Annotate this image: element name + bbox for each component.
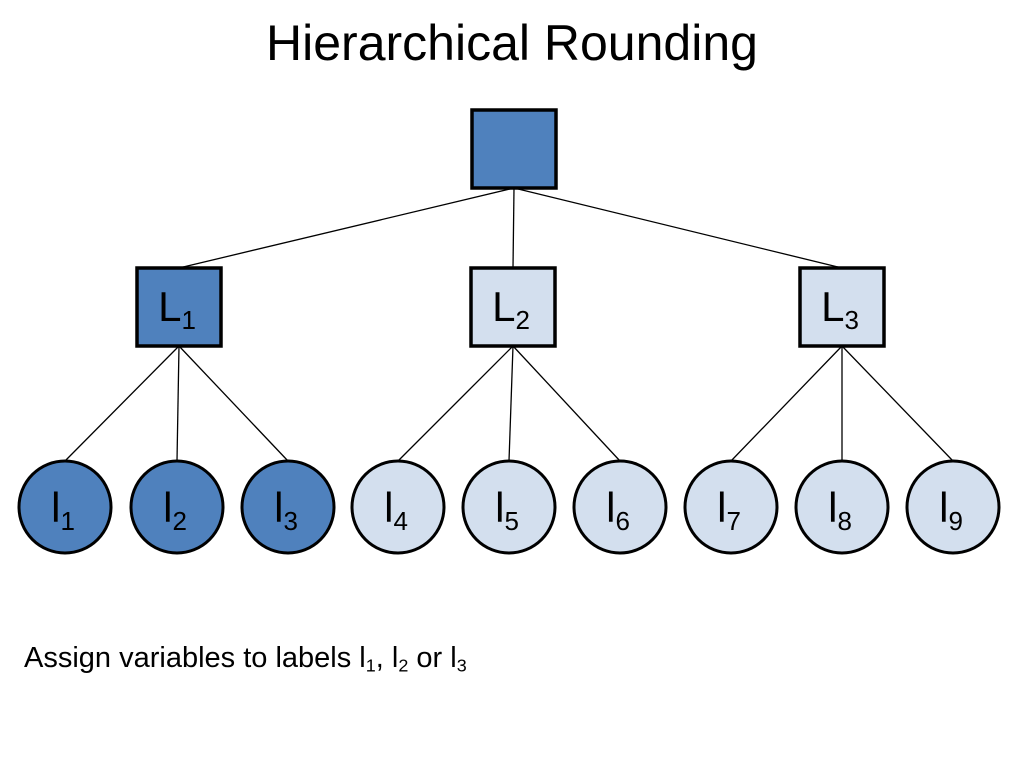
leaf-node-label: l3 (274, 484, 298, 536)
leaf-node-label-sub: 2 (172, 506, 186, 536)
level1-node-label-sub: 3 (844, 305, 858, 335)
leaf-node-label: l4 (384, 484, 408, 536)
level1-node-box (469, 266, 557, 348)
leaf-node-circle (905, 459, 1001, 555)
caption-label-l1-sub: 1 (365, 655, 376, 676)
leaf-node-3: l3 (240, 459, 336, 555)
leaf-node-9: l9 (905, 459, 1001, 555)
edge-l3-to-leaf-9 (841, 345, 954, 462)
leaf-node-label-sub: 7 (726, 506, 740, 536)
leaf-node-label: l9 (939, 484, 963, 536)
caption-sep-1: , (375, 642, 392, 674)
leaf-node-label: l8 (828, 484, 852, 536)
level1-node-box (798, 266, 886, 348)
tree-edges (64, 187, 954, 462)
leaf-node-label: l2 (163, 484, 187, 536)
leaf-node-circle (794, 459, 890, 555)
leaf-node-label-sub: 4 (393, 506, 407, 536)
slide-title: Hierarchical Rounding (266, 15, 758, 71)
leaf-node-circle (17, 459, 113, 555)
caption-label-l3: l (450, 642, 457, 674)
leaf-node-label-sub: 9 (948, 506, 962, 536)
leaf-node-8: l8 (794, 459, 890, 555)
level1-node-label-sub: 1 (181, 305, 195, 335)
edge-l2-to-leaf-6 (512, 345, 621, 462)
leaf-node-6: l6 (572, 459, 668, 555)
level1-node-3: L3 (798, 266, 886, 348)
caption-label-l1: l (359, 642, 366, 674)
leaf-node-circle (683, 459, 779, 555)
leaf-node-label-sub: 3 (283, 506, 297, 536)
leaf-node-label-main: l (606, 484, 615, 531)
level1-node-label-main: L (492, 283, 515, 330)
leaf-node-label-sub: 8 (837, 506, 851, 536)
leaf-node-label-main: l (51, 484, 60, 531)
leaf-node-label-sub: 5 (504, 506, 518, 536)
leaf-node-label-main: l (163, 484, 172, 531)
edge-l3-to-leaf-7 (730, 345, 843, 462)
leaf-node-label-main: l (384, 484, 393, 531)
edge-l2-to-leaf-4 (397, 345, 514, 462)
leaf-node-label-main: l (717, 484, 726, 531)
edge-l1-to-leaf-1 (64, 345, 180, 462)
leaf-node-label: l7 (717, 484, 741, 536)
root-node-box (470, 108, 558, 190)
leaf-node-label-main: l (274, 484, 283, 531)
leaf-node-label-main: l (495, 484, 504, 531)
edge-root-to-l3 (513, 187, 843, 269)
leaf-node-circle (240, 459, 336, 555)
edge-root-to-l2 (512, 187, 515, 269)
caption-label-l2-sub: 2 (398, 655, 409, 676)
leaf-node-1: l1 (17, 459, 113, 555)
caption-prefix: Assign variables to labels (24, 642, 360, 674)
leaf-node-circle (129, 459, 225, 555)
caption-label-l2: l (391, 642, 399, 674)
leaf-node-label-main: l (939, 484, 948, 531)
edge-l2-to-leaf-5 (508, 345, 514, 462)
level1-node-label: L1 (158, 283, 196, 335)
level1-node-label-main: L (821, 283, 844, 330)
leaf-node-label: l1 (51, 484, 75, 536)
level1-node-label: L2 (492, 283, 530, 335)
level1-node-2: L2 (469, 266, 557, 348)
leaf-node-7: l7 (683, 459, 779, 555)
leaf-node-circle (572, 459, 668, 555)
level1-node-1: L1 (135, 266, 223, 348)
leaf-node-4: l4 (350, 459, 446, 555)
leaf-node-5: l5 (461, 459, 557, 555)
caption: Assign variables to labels l1, l2 or l3 (24, 642, 467, 675)
leaf-node-label-sub: 6 (615, 506, 629, 536)
edge-l1-to-leaf-2 (176, 345, 180, 462)
level1-node-box (135, 266, 223, 348)
caption-sep-2: or (408, 642, 451, 674)
leaf-node-label: l6 (606, 484, 630, 536)
level1-node-label-main: L (158, 283, 181, 330)
leaf-node-circle (461, 459, 557, 555)
root-node (470, 108, 558, 190)
leaf-node-label: l5 (495, 484, 519, 536)
leaf-node-label-main: l (828, 484, 837, 531)
level1-node-label: L3 (821, 283, 859, 335)
leaf-node-label-sub: 1 (60, 506, 74, 536)
leaf-node-circle (350, 459, 446, 555)
edge-l1-to-leaf-3 (178, 345, 289, 462)
edge-root-to-l1 (178, 187, 515, 269)
level1-node-label-sub: 2 (515, 305, 529, 335)
leaf-node-2: l2 (129, 459, 225, 555)
caption-label-l3-sub: 3 (456, 655, 467, 676)
